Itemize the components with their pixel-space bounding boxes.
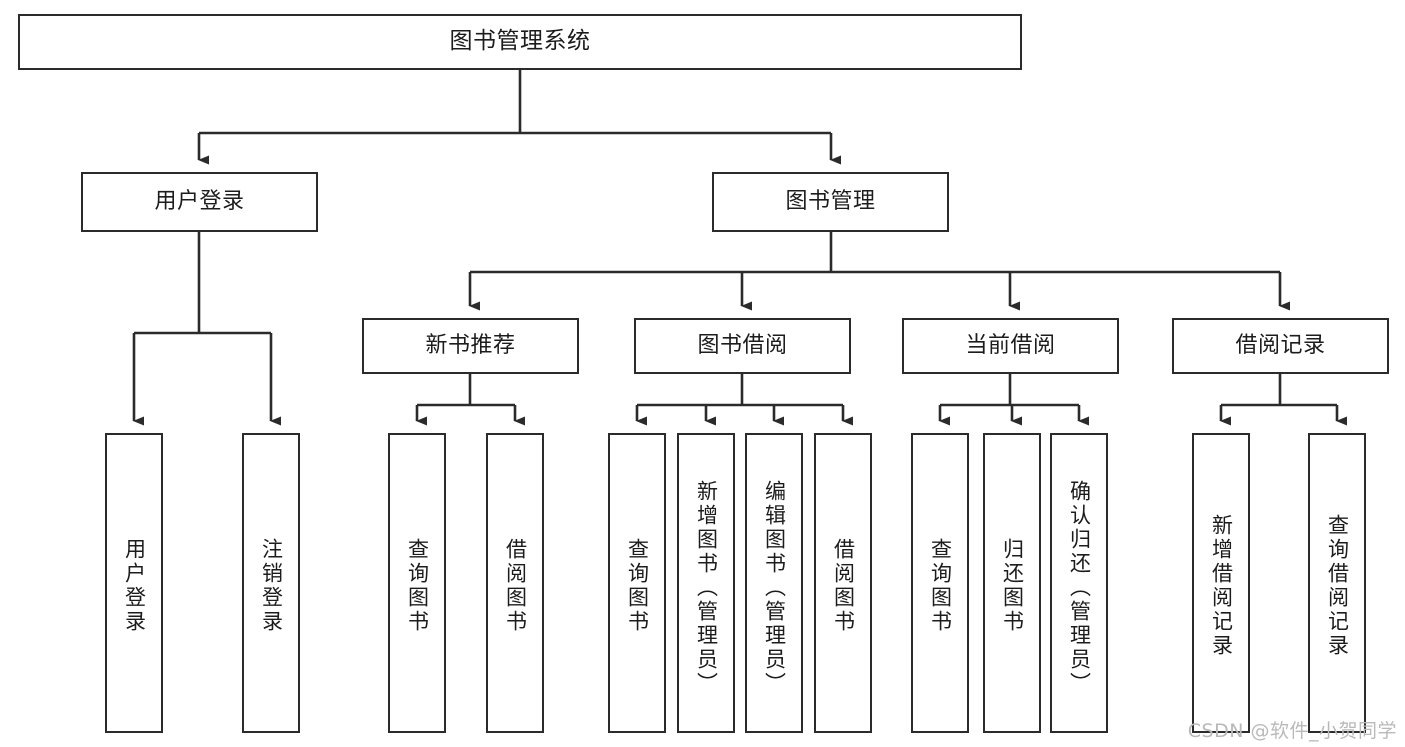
node-leaf-borrow-book-2-label: 借阅图书 bbox=[831, 538, 856, 634]
node-leaf-confirm-return-label: 确认归还（管理员） bbox=[1067, 480, 1092, 696]
node-leaf-edit-book[interactable]: 编辑图书（管理员） bbox=[745, 433, 803, 733]
node-book-manage-label: 图书管理 bbox=[785, 189, 876, 215]
node-leaf-query-record[interactable]: 查询借阅记录 bbox=[1308, 433, 1366, 733]
node-leaf-query-book-1[interactable]: 查询图书 bbox=[388, 433, 446, 733]
node-borrow-record-label: 借阅记录 bbox=[1235, 333, 1326, 359]
node-leaf-borrow-book-2[interactable]: 借阅图书 bbox=[814, 433, 872, 733]
node-leaf-borrow-book-1[interactable]: 借阅图书 bbox=[486, 433, 544, 733]
node-leaf-edit-book-label: 编辑图书（管理员） bbox=[762, 480, 787, 696]
node-leaf-query-record-label: 查询借阅记录 bbox=[1325, 514, 1350, 658]
node-user-login-label: 用户登录 bbox=[154, 189, 245, 215]
node-current-borrow[interactable]: 当前借阅 bbox=[902, 318, 1119, 374]
node-leaf-confirm-return[interactable]: 确认归还（管理员） bbox=[1050, 433, 1108, 733]
node-new-book-rec[interactable]: 新书推荐 bbox=[362, 318, 579, 374]
node-leaf-query-book-2-label: 查询图书 bbox=[625, 538, 650, 634]
node-leaf-return-book-label: 归还图书 bbox=[1000, 538, 1025, 634]
csdn-watermark: CSDN @软件_小贺同学 bbox=[1187, 720, 1397, 742]
node-new-book-rec-label: 新书推荐 bbox=[425, 333, 516, 359]
node-leaf-add-book-label: 新增图书（管理员） bbox=[694, 480, 719, 696]
node-book-borrow[interactable]: 图书借阅 bbox=[634, 318, 851, 374]
node-root-system-label: 图书管理系统 bbox=[449, 28, 591, 55]
node-root-system[interactable]: 图书管理系统 bbox=[18, 14, 1022, 70]
node-leaf-query-book-3[interactable]: 查询图书 bbox=[911, 433, 969, 733]
node-leaf-user-logout-label: 注销登录 bbox=[259, 538, 284, 634]
node-leaf-add-record-label: 新增借阅记录 bbox=[1209, 514, 1234, 658]
node-leaf-add-record[interactable]: 新增借阅记录 bbox=[1192, 433, 1250, 733]
node-leaf-return-book[interactable]: 归还图书 bbox=[983, 433, 1041, 733]
node-leaf-user-login[interactable]: 用户登录 bbox=[105, 433, 163, 733]
node-leaf-borrow-book-1-label: 借阅图书 bbox=[503, 538, 528, 634]
node-current-borrow-label: 当前借阅 bbox=[965, 333, 1056, 359]
node-leaf-query-book-2[interactable]: 查询图书 bbox=[608, 433, 666, 733]
node-leaf-user-logout[interactable]: 注销登录 bbox=[242, 433, 300, 733]
node-leaf-user-login-label: 用户登录 bbox=[122, 538, 147, 634]
node-leaf-query-book-3-label: 查询图书 bbox=[928, 538, 953, 634]
node-leaf-add-book[interactable]: 新增图书（管理员） bbox=[677, 433, 735, 733]
node-user-login[interactable]: 用户登录 bbox=[81, 172, 318, 232]
node-book-manage[interactable]: 图书管理 bbox=[712, 172, 949, 232]
node-leaf-query-book-1-label: 查询图书 bbox=[405, 538, 430, 634]
node-borrow-record[interactable]: 借阅记录 bbox=[1172, 318, 1389, 374]
node-book-borrow-label: 图书借阅 bbox=[697, 333, 788, 359]
